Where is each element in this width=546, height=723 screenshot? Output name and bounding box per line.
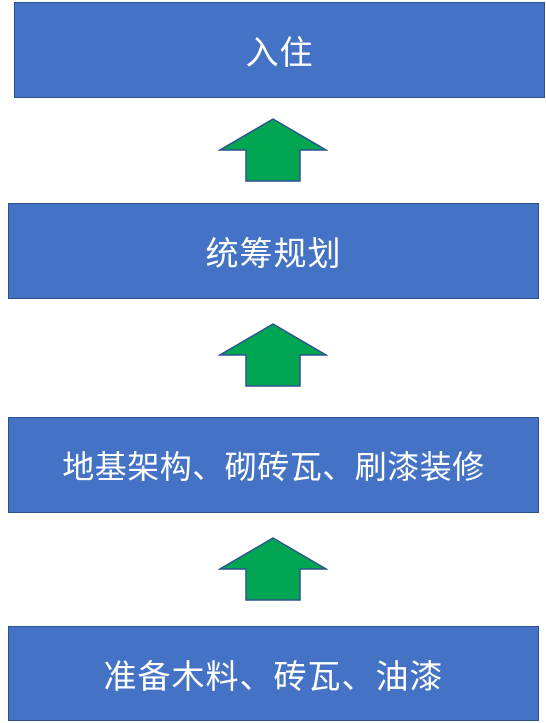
up-arrow-icon [218,118,328,182]
step-planning-box: 统筹规划 [8,203,539,299]
step-move-in-box: 入住 [14,2,545,98]
step-construction-label: 地基架构、砌砖瓦、刷漆装修 [62,448,485,486]
up-arrow-icon [218,537,328,601]
step-move-in-label: 入住 [245,33,314,72]
step-construction-box: 地基架构、砌砖瓦、刷漆装修 [8,417,539,513]
step-preparation-label: 准备木料、砖瓦、油漆 [103,656,444,696]
step-planning-label: 统筹规划 [205,234,342,273]
step-preparation-box: 准备木料、砖瓦、油漆 [8,626,539,721]
up-arrow-icon [218,323,328,387]
